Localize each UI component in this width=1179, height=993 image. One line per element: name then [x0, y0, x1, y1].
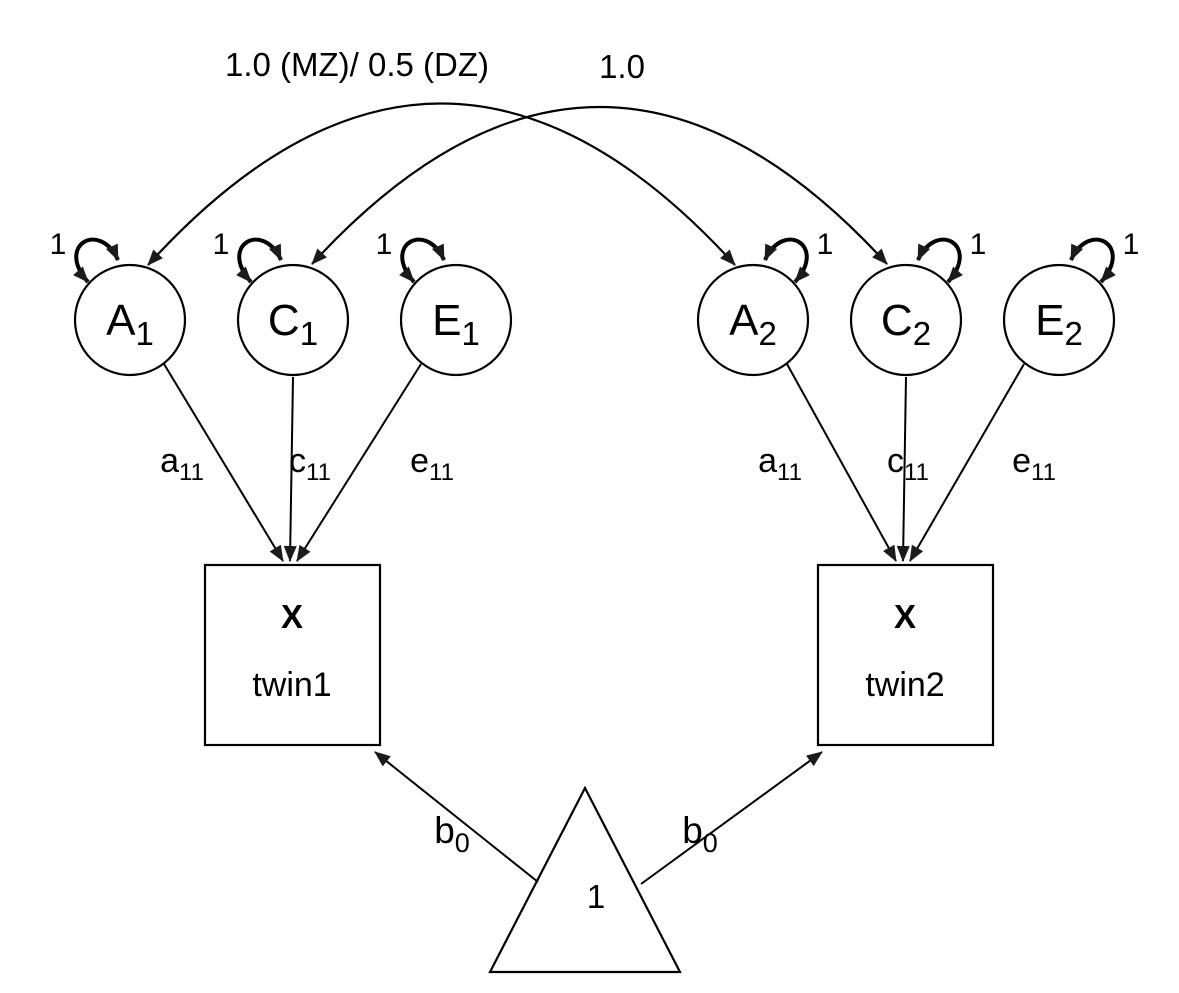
path-a11-twin2-arrow	[786, 363, 897, 562]
latent-C1-label-base: C	[268, 296, 300, 345]
path-c11-twin1-label-sub: 11	[306, 459, 331, 486]
latent-E2-label: E2	[1035, 296, 1083, 352]
latent-A2-label-base: A	[729, 296, 759, 345]
path-c11-twin1-arrow	[283, 376, 297, 562]
latent-E1-circle	[399, 263, 513, 377]
path-c11-twin2-arrow	[896, 376, 910, 562]
latent-A1-self-loop	[73, 237, 120, 284]
latent-C1-self-loop	[236, 237, 283, 284]
latent-E1-label: E1	[432, 296, 480, 352]
intercept-twin1-label-base: b	[434, 810, 455, 851]
latent-E2-label-sub: 2	[1065, 315, 1083, 352]
path-c11-twin1-label: c11	[289, 442, 331, 486]
latent-C2-label: C2	[881, 296, 931, 352]
latent-A1-label-sub: 1	[136, 315, 154, 352]
intercept-twin1-label: b0	[434, 810, 470, 858]
constant-triangle	[488, 785, 682, 974]
path-e11-twin2-label-base: e	[1012, 442, 1031, 480]
latent-E1-self-loop	[399, 237, 446, 284]
path-c11-twin2-label-base: c	[887, 442, 904, 480]
latent-C2-label-sub: 2	[913, 315, 931, 352]
path-a11-twin2-label-base: a	[758, 442, 777, 480]
latent-C2-self-loop	[916, 237, 963, 284]
latent-A2-label: A2	[729, 296, 777, 352]
path-e11-twin1-label-sub: 11	[429, 459, 454, 486]
path-a11-twin1-label-sub: 11	[179, 459, 204, 486]
path-a11-twin1-label-base: a	[160, 442, 179, 480]
path-e11-twin1-arrow	[296, 363, 422, 562]
latent-A2-loop-label: 1	[817, 228, 834, 261]
latent-A1-loop-label: 1	[50, 228, 67, 261]
latent-A2-circle	[696, 263, 810, 377]
latent-E1-loop-label: 1	[376, 228, 393, 261]
correlation-A-label: 1.0 (MZ)/ 0.5 (DZ)	[225, 46, 489, 83]
observed-twin2-box	[816, 563, 995, 747]
correlation-C-label: 1.0	[599, 48, 645, 85]
path-e11-twin2-arrow	[909, 363, 1025, 562]
path-e11-twin2-label: e11	[1012, 442, 1056, 486]
latent-C1-circle	[236, 263, 350, 377]
latent-A1-label-base: A	[106, 296, 136, 345]
correlation-C1-C2-arrow	[311, 105, 888, 265]
latent-A1-circle	[73, 263, 187, 377]
intercept-twin2-label-sub: 0	[703, 828, 718, 858]
intercept-twin2-arrow	[640, 751, 823, 885]
observed-twin2-sublabel: twin2	[865, 666, 944, 704]
latent-E2-loop-label: 1	[1123, 228, 1140, 261]
path-a11-twin1-arrow	[163, 363, 284, 562]
latent-A2-label-sub: 2	[759, 315, 777, 352]
path-e11-twin1-label: e11	[410, 442, 454, 486]
path-c11-twin1-label-base: c	[289, 442, 306, 480]
latent-C2-circle	[849, 263, 963, 377]
latent-E1-label-base: E	[432, 296, 461, 345]
intercept-twin1-arrow	[374, 751, 539, 883]
observed-twin1-box	[203, 563, 382, 747]
latent-C1-label-sub: 1	[300, 315, 318, 352]
path-a11-twin2-label-sub: 11	[777, 459, 802, 486]
latent-A1-label: A1	[106, 296, 154, 352]
path-c11-twin2-label: c11	[887, 442, 929, 486]
path-a11-twin1-label: a11	[160, 442, 204, 486]
latent-E2-label-base: E	[1035, 296, 1064, 345]
latent-E2-self-loop	[1069, 237, 1116, 284]
path-e11-twin2-label-sub: 11	[1031, 459, 1056, 486]
latent-A2-self-loop	[763, 237, 810, 284]
latent-C1-label: C1	[268, 296, 318, 352]
latent-C2-loop-label: 1	[970, 228, 987, 261]
correlation-A1-A2-arrow	[147, 102, 736, 266]
intercept-twin2-label-base: b	[682, 810, 703, 851]
latent-C2-label-base: C	[881, 296, 913, 345]
intercept-twin2-label: b0	[682, 810, 718, 858]
intercept-twin1-label-sub: 0	[455, 828, 470, 858]
constant-label: 1	[587, 878, 605, 915]
path-c11-twin2-label-sub: 11	[904, 459, 929, 486]
path-e11-twin1-label-base: e	[410, 442, 429, 480]
latent-C1-loop-label: 1	[213, 228, 230, 261]
latent-E2-circle	[1002, 263, 1116, 377]
observed-twin2-label: X	[894, 598, 916, 635]
observed-twin1-sublabel: twin1	[252, 666, 331, 704]
path-a11-twin2-label: a11	[758, 442, 802, 486]
latent-E1-label-sub: 1	[462, 315, 480, 352]
observed-twin1-label: X	[281, 598, 303, 635]
